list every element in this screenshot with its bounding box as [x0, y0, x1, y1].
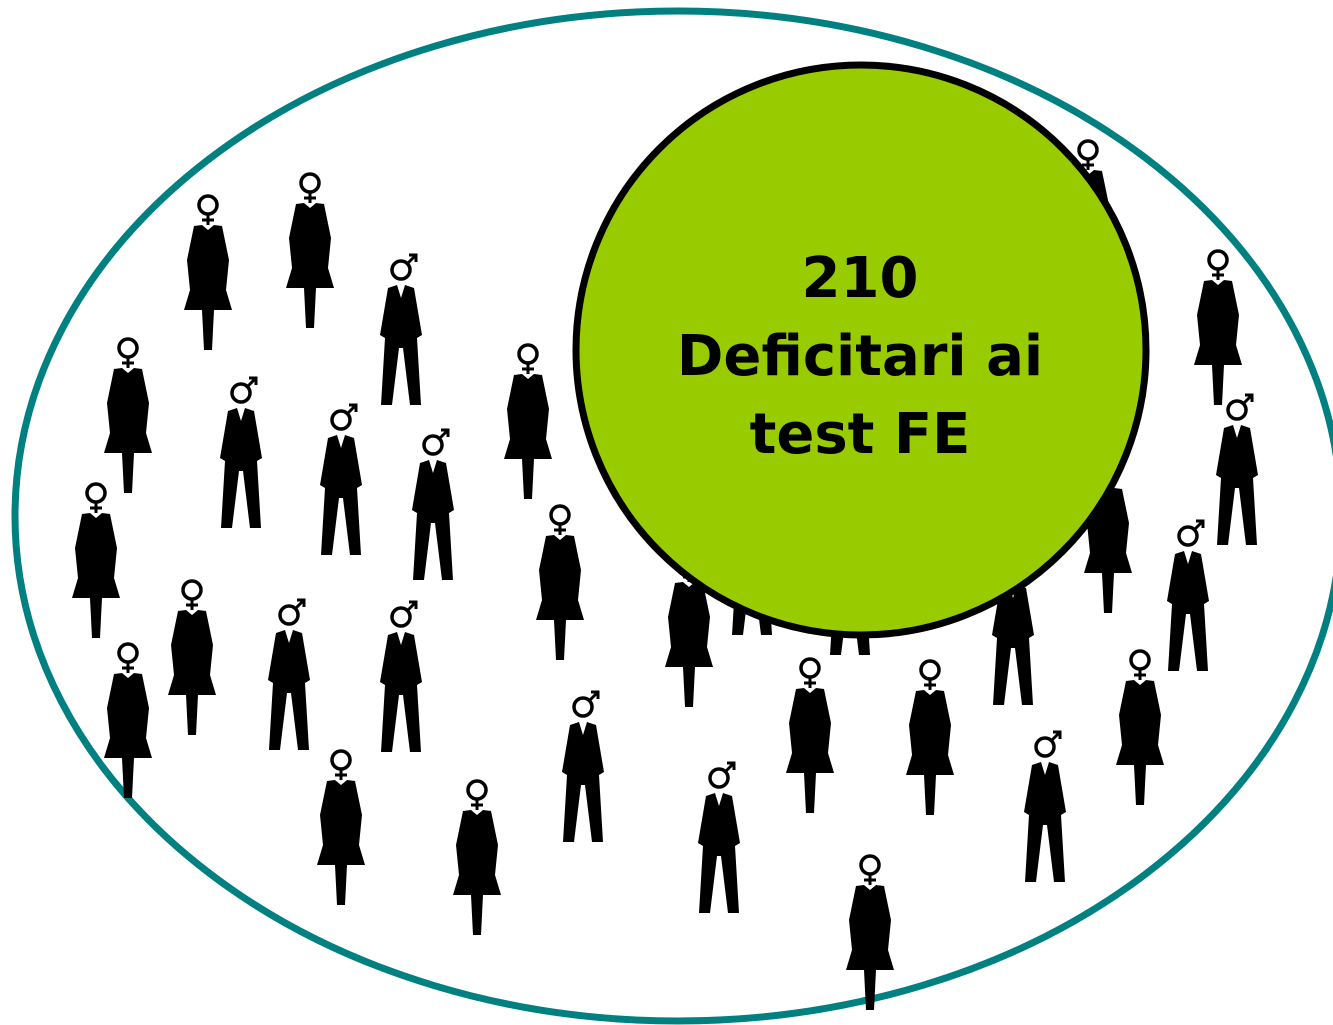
male-figure-icon [410, 428, 456, 582]
male-figure-icon [318, 403, 364, 557]
female-figure-icon [1192, 249, 1244, 407]
female-figure-icon [102, 337, 154, 495]
female-figure-icon [451, 779, 503, 937]
female-figure-icon [315, 749, 367, 907]
female-figure-icon [844, 854, 896, 1012]
highlight-circle [572, 61, 1150, 639]
male-figure-icon [218, 376, 264, 530]
male-figure-icon [378, 600, 424, 754]
female-figure-icon [284, 172, 336, 330]
male-figure-icon [266, 598, 312, 752]
male-figure-icon [560, 690, 606, 844]
male-figure-icon [1214, 393, 1260, 547]
female-figure-icon [904, 659, 956, 817]
female-figure-icon [70, 482, 122, 640]
male-figure-icon [1165, 519, 1211, 673]
female-figure-icon [1114, 649, 1166, 807]
female-figure-icon [502, 343, 554, 501]
male-figure-icon [378, 253, 424, 407]
female-figure-icon [534, 504, 586, 662]
female-figure-icon [182, 194, 234, 352]
female-figure-icon [166, 579, 218, 737]
female-figure-icon [784, 657, 836, 815]
male-figure-icon [1022, 730, 1068, 884]
male-figure-icon [696, 761, 742, 915]
population-ellipse [11, 7, 1333, 1025]
